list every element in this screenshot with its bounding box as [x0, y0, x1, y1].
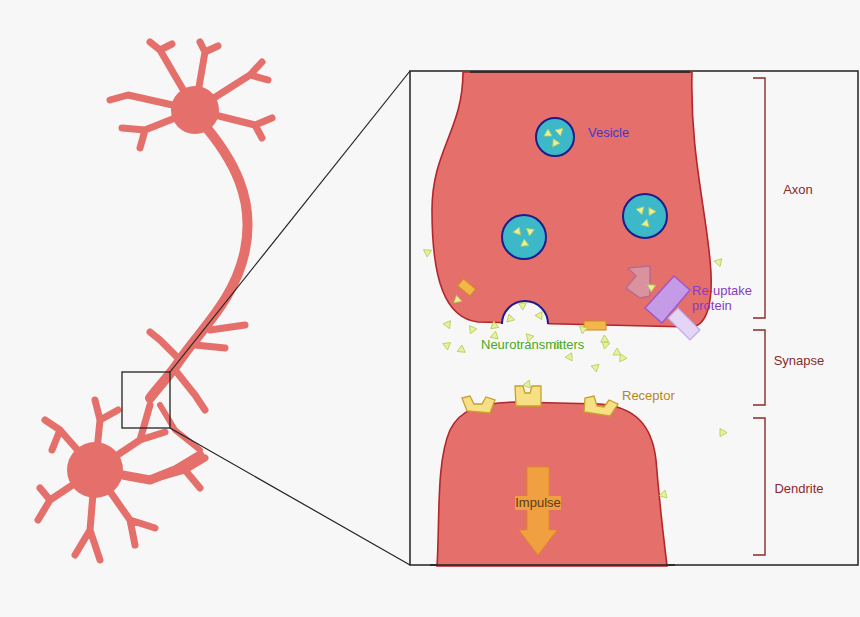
neurotransmitter: [513, 227, 524, 237]
neurotransmitter: [467, 326, 477, 336]
zoom-line: [170, 428, 410, 565]
zoom-box: [122, 372, 170, 428]
vesicle: [502, 118, 667, 259]
soma: [171, 86, 219, 134]
neurotransmitter: [659, 489, 669, 498]
soma: [67, 442, 123, 498]
neurotransmitter: [535, 309, 545, 319]
neurotransmitter: [598, 335, 608, 346]
part-label: Axon: [783, 183, 813, 198]
neurotransmitter: [517, 300, 527, 310]
membrane-channel: [458, 279, 476, 296]
zoom-panel-edge: [430, 564, 675, 566]
membrane-channel: [584, 321, 606, 330]
neurotransmitter: [525, 228, 534, 236]
part-label: Neurotransmitters: [481, 338, 584, 353]
neurotransmitter: [457, 345, 467, 356]
part-label: Receptor: [622, 389, 675, 404]
neurotransmitter: [555, 125, 566, 136]
neurotransmitter: [620, 354, 628, 363]
neurotransmitter: [713, 257, 722, 266]
axon-terminal: [432, 72, 711, 327]
reuptake-protein: [626, 266, 700, 340]
neurotransmitter: [578, 326, 587, 334]
neurotransmitter: [491, 321, 500, 331]
neurotransmitter: [443, 343, 452, 351]
part-label: Impulse: [515, 496, 561, 511]
impulse-arrow: [519, 467, 557, 555]
neurotransmitter: [443, 321, 453, 331]
part-label: Dendrite: [774, 482, 823, 497]
neurotransmitter: [523, 380, 534, 390]
receptor: [462, 386, 618, 416]
neurotransmitter: [613, 348, 621, 355]
bracket: [753, 78, 765, 555]
neurotransmitter: [424, 247, 434, 257]
neurotransmitter: [717, 427, 727, 437]
neurotransmitter: [454, 295, 463, 305]
part-label: Synapse: [774, 354, 825, 369]
neurotransmitter: [648, 282, 658, 292]
zoom-line: [170, 71, 410, 372]
neurotransmitter: [565, 353, 572, 361]
neurotransmitter: [505, 313, 515, 322]
neurotransmitter: [635, 205, 644, 214]
neurotransmitter: [518, 239, 528, 250]
neurotransmitter: [544, 129, 552, 136]
dendrite: [437, 402, 667, 566]
zoom-panel: [410, 71, 858, 565]
part-label: Re-uptake protein: [692, 284, 764, 314]
neurotransmitter: [553, 139, 561, 147]
part-label: Vesicle: [588, 126, 629, 141]
zoom-panel-edge: [470, 71, 690, 73]
neurotransmitter: [641, 218, 651, 227]
neurotransmitter: [646, 206, 656, 216]
neuron-pair: [38, 42, 272, 560]
neurotransmitter: [591, 361, 602, 372]
